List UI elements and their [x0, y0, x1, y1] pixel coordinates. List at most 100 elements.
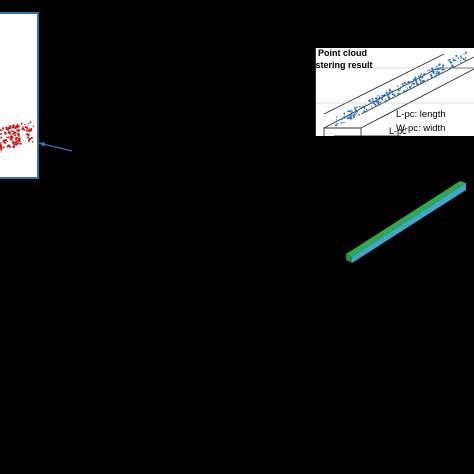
blue-point: [422, 81, 424, 83]
blue-point: [442, 63, 444, 65]
blue-point: [418, 75, 420, 77]
blue-point: [434, 67, 436, 69]
blue-point: [439, 66, 442, 69]
blue-point: [411, 82, 413, 85]
blue-point: [335, 119, 338, 121]
blue-point: [414, 78, 417, 81]
red-point: [19, 142, 22, 145]
red-point: [14, 141, 18, 144]
blue-point: [344, 117, 346, 119]
blue-point: [423, 73, 426, 76]
blue-point: [391, 93, 394, 96]
blue-point: [349, 117, 352, 120]
blue-point: [378, 96, 381, 99]
blue-point: [449, 60, 451, 62]
red-point: [25, 133, 28, 136]
blue-point: [363, 110, 365, 112]
blue-point: [403, 90, 406, 93]
blue-point: [437, 71, 439, 73]
red-point: [12, 132, 15, 135]
red-point: [28, 130, 31, 133]
red-point-cloud: [0, 121, 35, 152]
blue-point: [455, 54, 458, 57]
red-point: [17, 137, 20, 140]
blue-point: [358, 114, 360, 116]
red-point: [30, 136, 33, 140]
red-point: [11, 130, 14, 133]
blue-point: [352, 114, 355, 117]
red-point: [29, 121, 32, 124]
blue-point: [377, 95, 379, 97]
blue-point: [356, 113, 358, 115]
red-point: [14, 126, 17, 129]
red-point: [0, 144, 3, 148]
blue-point: [410, 84, 413, 87]
blue-point: [351, 110, 353, 112]
blue-point: [405, 86, 407, 89]
blue-point: [414, 76, 417, 79]
red-point: [30, 127, 33, 130]
blue-point: [345, 116, 347, 118]
blue-point: [448, 58, 451, 61]
red-point: [23, 128, 26, 131]
blue-point: [379, 101, 382, 104]
blue-point: [374, 97, 377, 100]
blue-point: [396, 85, 399, 87]
blue-point: [464, 51, 468, 54]
blue-point: [363, 105, 365, 108]
blue-point: [426, 70, 428, 72]
red-point: [0, 136, 3, 139]
blue-point: [463, 53, 465, 55]
blue-point: [393, 96, 395, 98]
blue-point: [418, 76, 421, 79]
red-point: [6, 145, 9, 148]
blue-point: [420, 75, 422, 78]
blue-point: [438, 63, 441, 66]
blue-point: [410, 80, 413, 83]
blue-point: [460, 57, 463, 59]
blue-point: [334, 124, 338, 127]
blue-point: [462, 58, 465, 61]
blue-point: [450, 67, 452, 69]
blue-point: [372, 100, 375, 103]
blue-point: [349, 110, 352, 113]
red-point: [16, 123, 19, 125]
blue-point: [399, 88, 402, 90]
box-near-face: [323, 127, 362, 136]
blue-point: [412, 82, 416, 85]
blue-point: [438, 73, 440, 75]
blue-point: [454, 59, 457, 62]
blue-point: [406, 87, 409, 89]
blue-point: [378, 98, 380, 100]
blue-point: [435, 75, 437, 77]
blue-point: [363, 107, 366, 109]
red-point: [1, 148, 3, 150]
red-point: [11, 139, 14, 142]
blue-point: [435, 65, 438, 68]
blue-point: [393, 94, 396, 97]
red-point: [16, 132, 18, 134]
blue-point: [412, 78, 415, 81]
red-point: [17, 129, 21, 132]
blue-point: [388, 93, 391, 95]
red-point: [2, 129, 4, 131]
blue-point: [453, 59, 456, 62]
left-point-cloud-panel: [0, 12, 39, 179]
blue-point-cloud: [334, 51, 468, 127]
blue-point: [438, 71, 441, 74]
red-point: [22, 125, 24, 127]
blue-point: [399, 90, 401, 92]
blue-point: [419, 78, 421, 81]
connector-arrowhead: [39, 142, 45, 147]
red-point: [0, 141, 2, 144]
blue-point: [381, 98, 384, 101]
blue-point: [346, 117, 349, 120]
red-point: [14, 131, 16, 134]
blue-point: [428, 69, 431, 72]
blue-point: [442, 68, 445, 71]
red-point: [17, 132, 20, 136]
red-point: [21, 127, 24, 130]
blue-point: [457, 57, 459, 59]
red-point: [10, 126, 12, 128]
